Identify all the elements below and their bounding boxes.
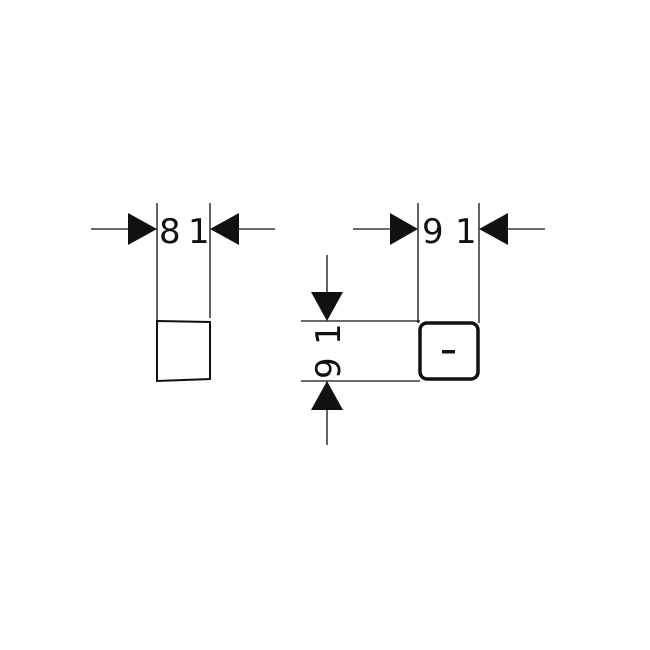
left-width-digit-2: 1 bbox=[188, 212, 210, 252]
right-view bbox=[301, 203, 545, 445]
height-digit-2: 1 bbox=[309, 323, 349, 345]
left-view bbox=[91, 203, 275, 383]
side-profile-box bbox=[156, 319, 211, 383]
minus-symbol-icon bbox=[442, 350, 455, 354]
arrow-left-icon bbox=[210, 213, 239, 245]
arrow-right-icon bbox=[390, 213, 418, 245]
arrow-up-icon bbox=[311, 381, 343, 410]
arrow-left-icon bbox=[479, 213, 508, 245]
right-width-digit-1: 9 bbox=[422, 212, 444, 252]
height-digit-1: 9 bbox=[309, 357, 349, 379]
left-width-digit-1: 8 bbox=[159, 212, 181, 252]
right-width-digit-2: 1 bbox=[455, 212, 477, 252]
push-button-square bbox=[418, 321, 480, 381]
arrow-down-icon bbox=[311, 292, 343, 321]
arrow-right-icon bbox=[128, 213, 157, 245]
